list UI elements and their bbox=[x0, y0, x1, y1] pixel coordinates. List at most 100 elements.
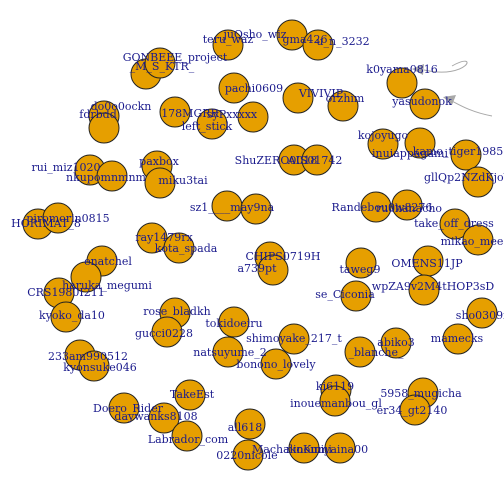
graph-node bbox=[237, 101, 269, 133]
node-label: CRS1980I211 bbox=[27, 286, 105, 299]
node-label: natsuyume_2 bbox=[193, 346, 267, 359]
node-label: take_off_dress bbox=[414, 217, 494, 230]
node-label: er34_gt2140 bbox=[377, 404, 448, 417]
graph-node bbox=[278, 323, 310, 355]
node-label: gllQp2NZdKjoVHG bbox=[424, 171, 504, 184]
node-label: VIVIVIP bbox=[298, 87, 344, 100]
node-label: pachi0609 bbox=[225, 82, 283, 95]
node-label: ruohanacho bbox=[376, 202, 442, 215]
graph-node bbox=[301, 144, 333, 176]
graph-node bbox=[408, 274, 440, 306]
node-label: shimoyake_217_t bbox=[246, 332, 342, 345]
edge-arrow bbox=[412, 64, 424, 75]
node-label: 233am990512 bbox=[48, 350, 128, 363]
node-label: abiko3 bbox=[377, 336, 414, 349]
node-label: AIS01742 bbox=[287, 154, 343, 167]
graph-node bbox=[344, 336, 376, 368]
graph-node bbox=[212, 29, 244, 61]
node-label: enatchel bbox=[84, 255, 132, 268]
node-label: syPxxxxx bbox=[207, 108, 258, 121]
graph-node bbox=[367, 128, 399, 160]
node-label: se_Ciconia bbox=[315, 288, 375, 301]
node-layer bbox=[22, 19, 498, 471]
node-label: ray1479rx bbox=[135, 231, 193, 244]
node-label: ShuZERO0018 bbox=[235, 154, 318, 167]
graph-node bbox=[282, 82, 314, 114]
node-label: a739pt bbox=[237, 262, 277, 275]
node-label: juQsho_wiz bbox=[221, 28, 286, 41]
node-label: kyoko_da10 bbox=[39, 309, 105, 322]
node-label: HORIMAT_8 bbox=[11, 217, 81, 230]
graph-node bbox=[386, 67, 418, 99]
graph-node bbox=[450, 139, 482, 171]
node-label: 178MGRR bbox=[161, 107, 219, 120]
graph-node bbox=[151, 316, 183, 348]
graph-node bbox=[340, 280, 372, 312]
node-label: bonono_lovely bbox=[236, 358, 316, 371]
graph-node bbox=[212, 336, 244, 368]
node-label: _M_S_KTR_ bbox=[130, 60, 195, 73]
graph-node bbox=[439, 208, 471, 240]
graph-node bbox=[324, 432, 356, 464]
graph-node bbox=[302, 29, 334, 61]
graph-node bbox=[42, 202, 74, 234]
node-label: piromorin0815 bbox=[26, 212, 109, 225]
node-label: left_stick bbox=[182, 120, 233, 133]
node-label: TakeEst bbox=[170, 388, 215, 401]
graph-node bbox=[399, 394, 431, 426]
edge-arrow bbox=[443, 95, 456, 105]
node-label: Labrador_com bbox=[148, 433, 229, 446]
node-label: rose_bladkh bbox=[143, 305, 210, 318]
graph-edge bbox=[423, 60, 468, 73]
graph-node bbox=[462, 166, 494, 198]
node-label: nkupomnmnm bbox=[66, 171, 147, 184]
graph-node bbox=[442, 323, 474, 355]
graph-node bbox=[391, 189, 423, 221]
node-label: rui_miz1020 bbox=[31, 161, 100, 174]
graph-node bbox=[88, 112, 120, 144]
node-label: u_n_3232 bbox=[316, 35, 369, 48]
graph-node bbox=[163, 232, 195, 264]
graph-node bbox=[196, 108, 228, 140]
node-label: kamo_tiger1985 bbox=[413, 145, 504, 158]
graph-node bbox=[288, 432, 320, 464]
node-label: Doero_Rider bbox=[93, 402, 164, 415]
graph-node bbox=[260, 348, 292, 380]
graph-node bbox=[234, 408, 266, 440]
node-label: 5958_mugicha bbox=[380, 387, 462, 400]
graph-node bbox=[462, 224, 494, 256]
node-label: daywanks8108 bbox=[114, 410, 197, 423]
node-label: Randebou0w8276 bbox=[332, 201, 433, 214]
graph-node bbox=[171, 420, 203, 452]
graph-node bbox=[319, 385, 351, 417]
node-label: all618 bbox=[228, 421, 263, 434]
graph-edge bbox=[447, 98, 493, 117]
graph-node bbox=[466, 297, 498, 329]
graph-node bbox=[96, 160, 128, 192]
graph-node bbox=[144, 167, 176, 199]
node-label: k0yama0816 bbox=[366, 63, 437, 76]
node-label: sho0309ii bbox=[456, 309, 504, 322]
node-label: teru_waz bbox=[203, 33, 254, 46]
graph-node bbox=[144, 47, 176, 79]
graph-node bbox=[360, 191, 392, 223]
graph-node bbox=[257, 254, 289, 286]
node-label: orzhim bbox=[326, 92, 365, 105]
graph-node bbox=[108, 392, 140, 424]
graph-node bbox=[174, 379, 206, 411]
node-label: _blanche_ bbox=[349, 346, 404, 359]
graph-node bbox=[70, 261, 102, 293]
graph-node bbox=[409, 88, 441, 120]
node-label: haruka_megumi bbox=[62, 279, 152, 292]
node-label: taweg9 bbox=[340, 263, 381, 276]
node-label: mamecks bbox=[431, 332, 484, 345]
graph-node bbox=[345, 247, 377, 279]
node-label: paxbox bbox=[139, 155, 179, 168]
node-label: yasudonok bbox=[391, 95, 452, 108]
node-label: mikao_mee bbox=[441, 235, 504, 248]
node-label: MachakoKumi bbox=[252, 443, 332, 456]
node-label: kojoyugo bbox=[358, 129, 409, 142]
edge-layer bbox=[412, 60, 493, 117]
node-label: CHIPS0719H bbox=[246, 250, 321, 263]
